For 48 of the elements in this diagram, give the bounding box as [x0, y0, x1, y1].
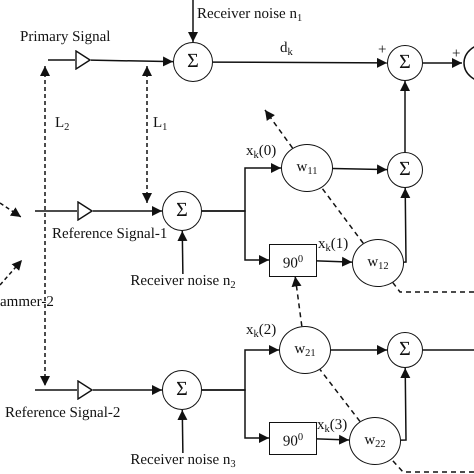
weight-circle: w$_{11}$ — [281, 144, 333, 192]
noise-source-label: Receiver noise n$_{3}$ — [124, 453, 242, 471]
signal-label: Reference Signal-2 — [5, 405, 120, 422]
summing-junction: Σ — [387, 332, 423, 368]
summing-junction: Σ — [173, 42, 213, 82]
arrow — [188, 0, 198, 42]
weight-circle: w$_{22}$ — [349, 417, 401, 465]
source-label: ammer-2 — [0, 294, 54, 310]
distance-label: L$_{1}$ — [153, 115, 168, 134]
edge-label: d$_{k}$ — [280, 40, 293, 59]
arrow — [400, 188, 410, 263]
noise-source-label: Receiver noise n$_{2}$ — [124, 274, 242, 292]
arrow — [202, 389, 269, 443]
dashed-arrow — [264, 110, 294, 148]
arrow — [400, 368, 410, 441]
weight-circle: w$_{12}$ — [352, 239, 404, 287]
arrow — [202, 210, 269, 265]
edge-label: x$_{k}$(0) — [246, 143, 276, 162]
arrow — [316, 256, 352, 267]
edge-label: x$_{k}$(1) — [318, 236, 348, 255]
arrow — [93, 385, 162, 395]
arrow — [331, 345, 387, 355]
amplifier-triangle — [77, 201, 93, 221]
signal-label: Primary Signal — [20, 29, 110, 46]
sign-label: + — [452, 46, 460, 62]
arrow — [316, 434, 350, 445]
phase-shift-box: 90$^{0}$ — [269, 244, 317, 276]
distance-label: L$_{2}$ — [55, 115, 70, 134]
summing-junction: Σ — [162, 370, 202, 410]
summing-junction: Σ — [387, 152, 423, 188]
weight-circle: w$_{21}$ — [279, 326, 331, 374]
arrow — [177, 410, 188, 454]
arrow — [213, 58, 387, 68]
noise-label: Receiver noise n$_{1}$ — [197, 6, 302, 25]
arrow — [332, 164, 388, 174]
edge-label: x$_{k}$(2) — [246, 322, 276, 341]
arrow — [93, 206, 162, 216]
sign-label: + — [378, 42, 386, 58]
arrow — [177, 230, 188, 274]
dashed-arrow — [292, 276, 303, 326]
amplifier-triangle — [77, 380, 93, 400]
edge-label: x$_{k}$(3) — [317, 417, 348, 436]
summing-junction: Σ — [387, 45, 423, 81]
arrow — [400, 81, 410, 152]
amplifier-triangle — [75, 50, 91, 70]
phase-shift-box: 90$^{0}$ — [269, 422, 317, 454]
arrow — [90, 56, 174, 66]
arrow — [423, 58, 462, 68]
